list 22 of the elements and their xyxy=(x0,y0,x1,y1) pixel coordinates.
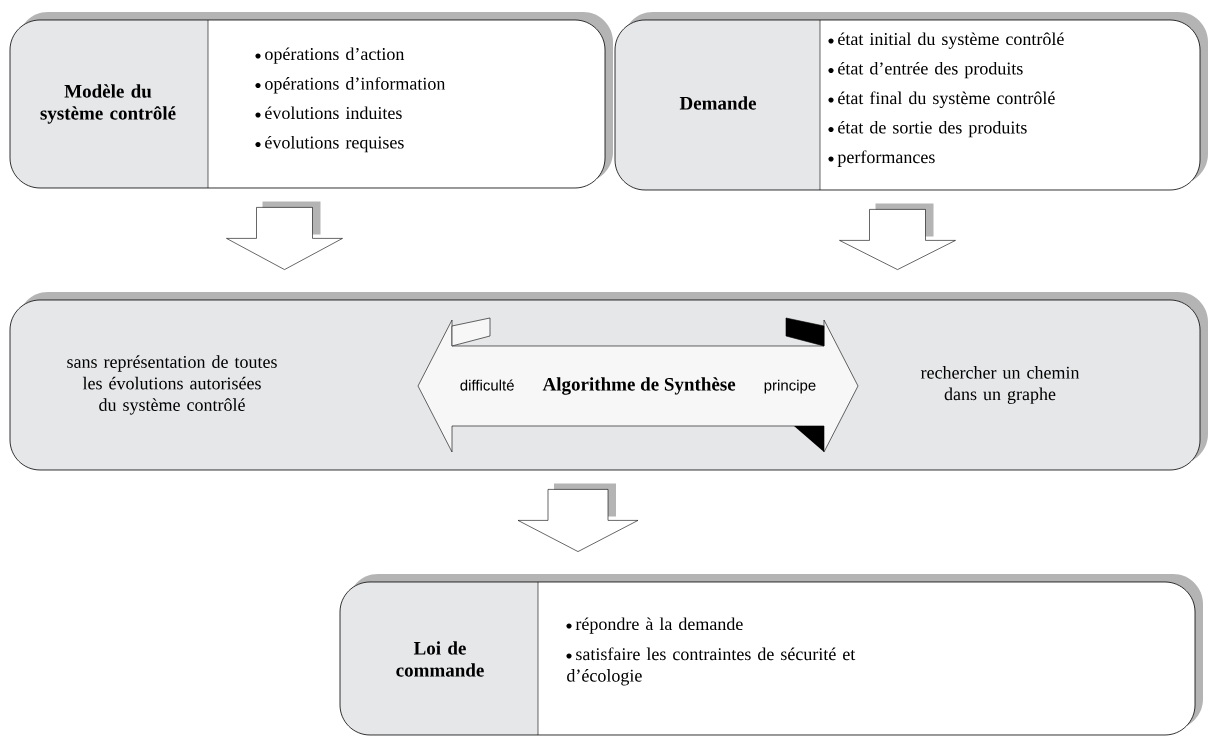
list-item: performances xyxy=(828,150,935,167)
list-item: opérations d’information xyxy=(255,76,446,94)
block-arrow xyxy=(517,483,639,552)
list-item: état de sortie des produits xyxy=(828,120,1027,138)
band-text: sans représentation de toutes les évolutions autorisées du système contrôlé xyxy=(67,355,277,415)
list-item: évolutions requises xyxy=(255,135,404,153)
block-arrow xyxy=(839,203,956,270)
list-item: évolutions induites xyxy=(255,106,402,120)
list-item: opérations d’action xyxy=(255,47,405,64)
box-heading: Loi de commande xyxy=(396,641,484,677)
list-item: répondre à la demande xyxy=(566,617,743,634)
list-item: état final du système contrôlé xyxy=(828,91,1055,108)
list-item: état d’entrée des produits xyxy=(828,61,1023,79)
list-item: satisfaire les contraintes de sécurité et d’écologie xyxy=(566,647,856,686)
split-box xyxy=(614,12,1208,191)
split-box xyxy=(339,574,1203,736)
band-text: rechercher un chemin dans un graphe xyxy=(920,366,1080,404)
box-heading: Demande xyxy=(679,96,757,110)
block-arrow xyxy=(226,201,343,270)
box-heading: Modèle du système contrôlé xyxy=(40,84,176,124)
split-box xyxy=(9,12,613,189)
list-item: état initial du système contrôlé xyxy=(828,32,1064,49)
